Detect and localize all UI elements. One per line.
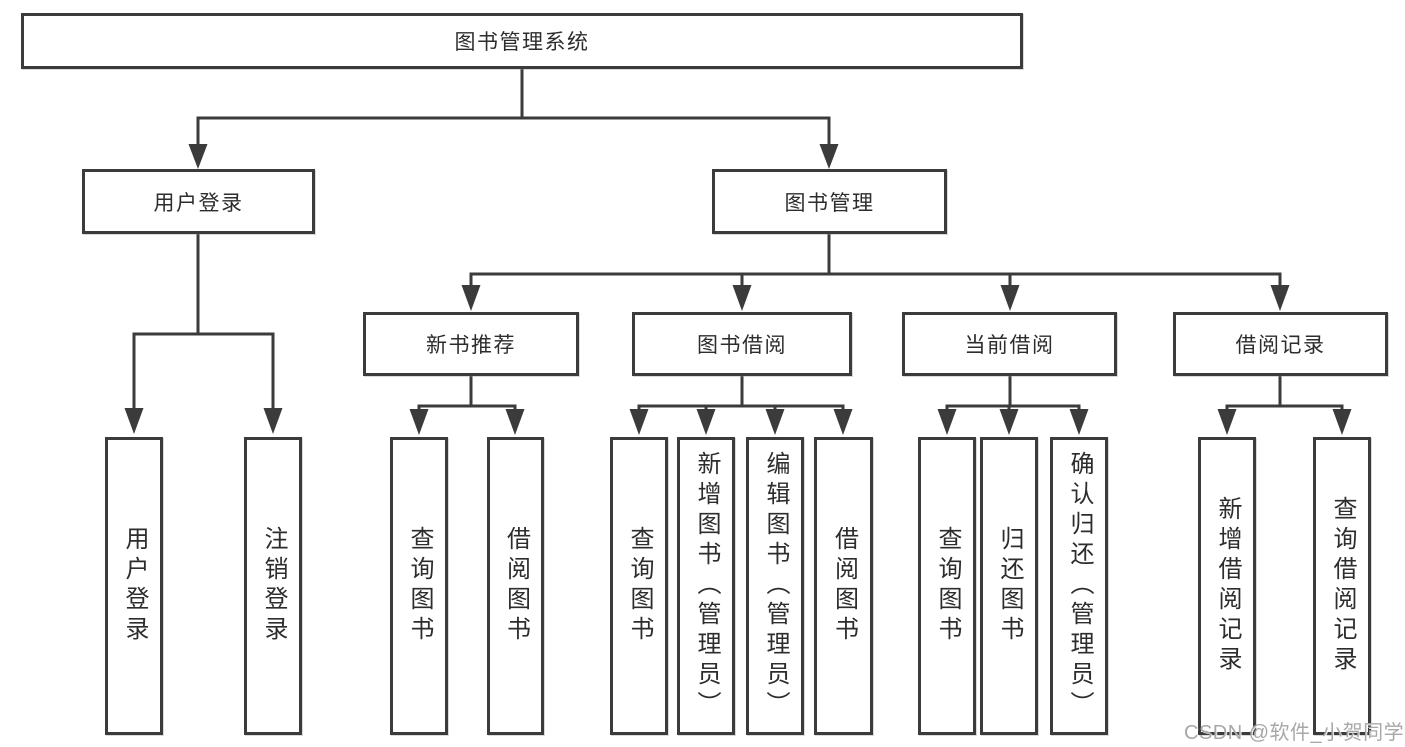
- node-label: 图书借阅: [697, 334, 787, 357]
- leaf-label: 归还图书: [996, 526, 1023, 646]
- node-label: 用户登录: [153, 191, 244, 215]
- node-new-book-recommendation: 新书推荐: [363, 312, 579, 376]
- leaf-label: 查询图书: [626, 526, 653, 646]
- node-label: 新书推荐: [426, 334, 516, 357]
- leaf-cb-query-books: 查询图书: [918, 437, 976, 735]
- edge-level2-rail: [469, 272, 1282, 286]
- node-book-borrowing: 图书借阅: [632, 312, 852, 376]
- leaf-br-query-borrow-record: 查询借阅记录: [1313, 437, 1371, 735]
- leaf-nbr-query-books: 查询图书: [390, 437, 448, 735]
- node-borrowing-records: 借阅记录: [1173, 312, 1388, 376]
- leaf-bb-add-books-admin: 新增图书（管理员）: [677, 437, 735, 735]
- csdn-watermark: CSDN @软件_小贺同学: [1184, 722, 1405, 744]
- edge-level1-rail: [196, 116, 831, 145]
- leaf-cb-return-books: 归还图书: [980, 437, 1038, 735]
- leaf-label: 确认归还（管理员）: [1066, 451, 1093, 721]
- edge-user-login-rail: [132, 332, 275, 409]
- node-current-borrowing: 当前借阅: [902, 312, 1117, 376]
- leaf-label: 编辑图书（管理员）: [762, 451, 789, 721]
- node-user-login: 用户登录: [82, 169, 315, 234]
- leaf-label: 查询图书: [934, 526, 961, 646]
- leaf-nbr-borrow-books: 借阅图书: [487, 437, 544, 735]
- leaf-user-login: 用户登录: [105, 437, 163, 735]
- leaf-label: 借阅图书: [830, 526, 858, 646]
- node-library-management-system: 图书管理系统: [21, 13, 1023, 69]
- leaf-label: 查询借阅记录: [1329, 496, 1356, 676]
- node-label: 图书管理: [784, 191, 875, 215]
- leaf-label: 借阅图书: [502, 526, 530, 646]
- leaf-bb-edit-books-admin: 编辑图书（管理员）: [746, 437, 804, 735]
- node-label: 当前借阅: [964, 334, 1055, 357]
- leaf-label: 用户登录: [121, 526, 148, 646]
- leaf-bb-query-books: 查询图书: [610, 437, 668, 735]
- leaf-cb-confirm-return-admin: 确认归还（管理员）: [1050, 437, 1108, 735]
- leaf-br-add-borrow-record: 新增借阅记录: [1198, 437, 1256, 735]
- leaf-logout: 注销登录: [244, 437, 302, 735]
- node-book-management: 图书管理: [712, 169, 947, 234]
- leaf-label: 新增图书（管理员）: [693, 451, 720, 721]
- leaf-label: 注销登录: [260, 526, 287, 646]
- leaf-label: 查询图书: [406, 526, 433, 646]
- node-label: 图书管理系统: [454, 31, 590, 54]
- node-label: 借阅记录: [1235, 334, 1326, 357]
- leaf-label: 新增借阅记录: [1214, 496, 1241, 676]
- leaf-bb-borrow-books: 借阅图书: [814, 437, 873, 735]
